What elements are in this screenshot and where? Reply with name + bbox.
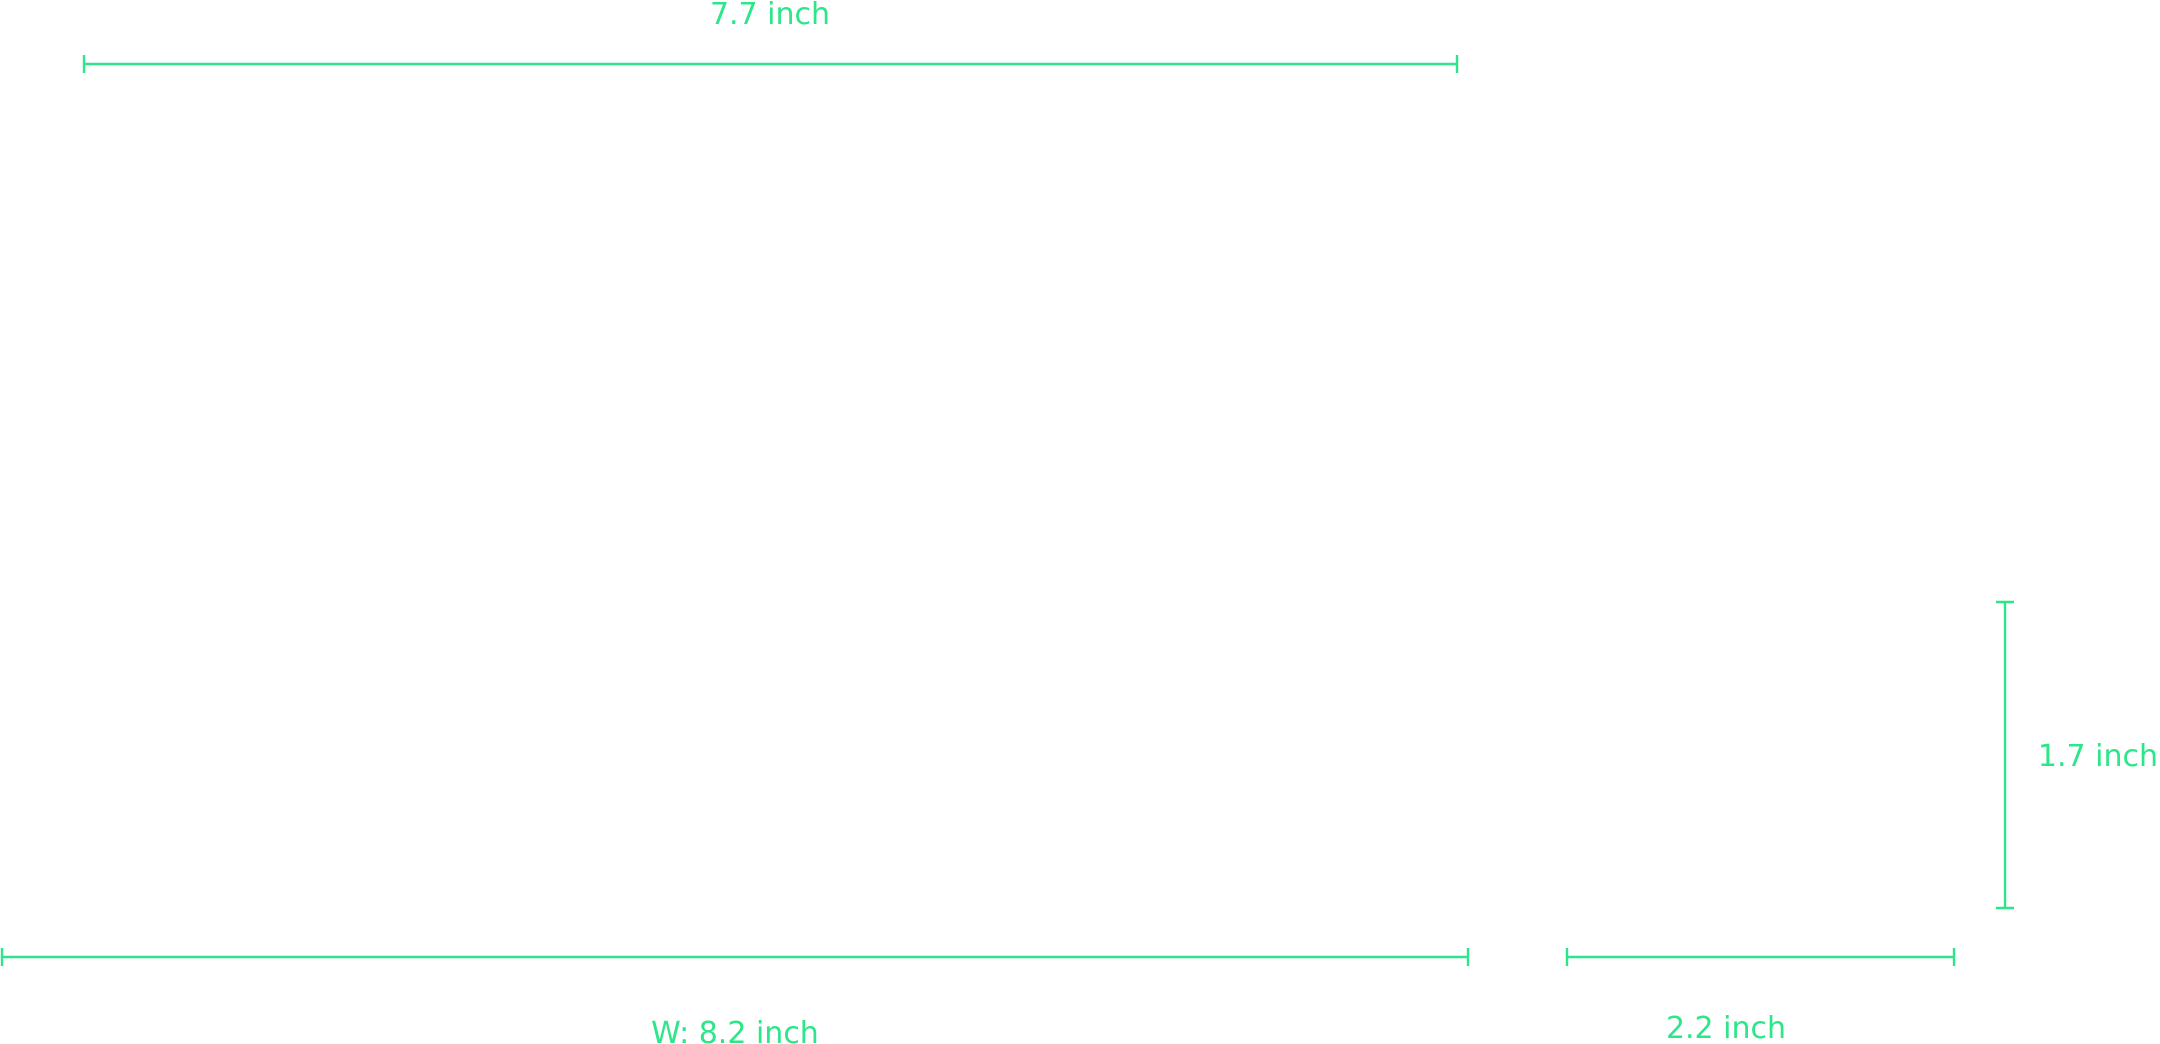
dimension-small-width: 2.2 inch bbox=[1565, 948, 1956, 1044]
dimension-width: W: 8.2 inch bbox=[0, 948, 1470, 1044]
dimension-label-top: 7.7 inch bbox=[710, 0, 830, 32]
dimension-height: 1.7 inch bbox=[1996, 600, 2158, 910]
dimension-label-small-width: 2.2 inch bbox=[1666, 1011, 1786, 1044]
dimension-top: 7.7 inch bbox=[82, 0, 1459, 73]
dimension-label-height: 1.7 inch bbox=[2038, 739, 2158, 774]
dimension-label-width: W: 8.2 inch bbox=[651, 1016, 819, 1044]
